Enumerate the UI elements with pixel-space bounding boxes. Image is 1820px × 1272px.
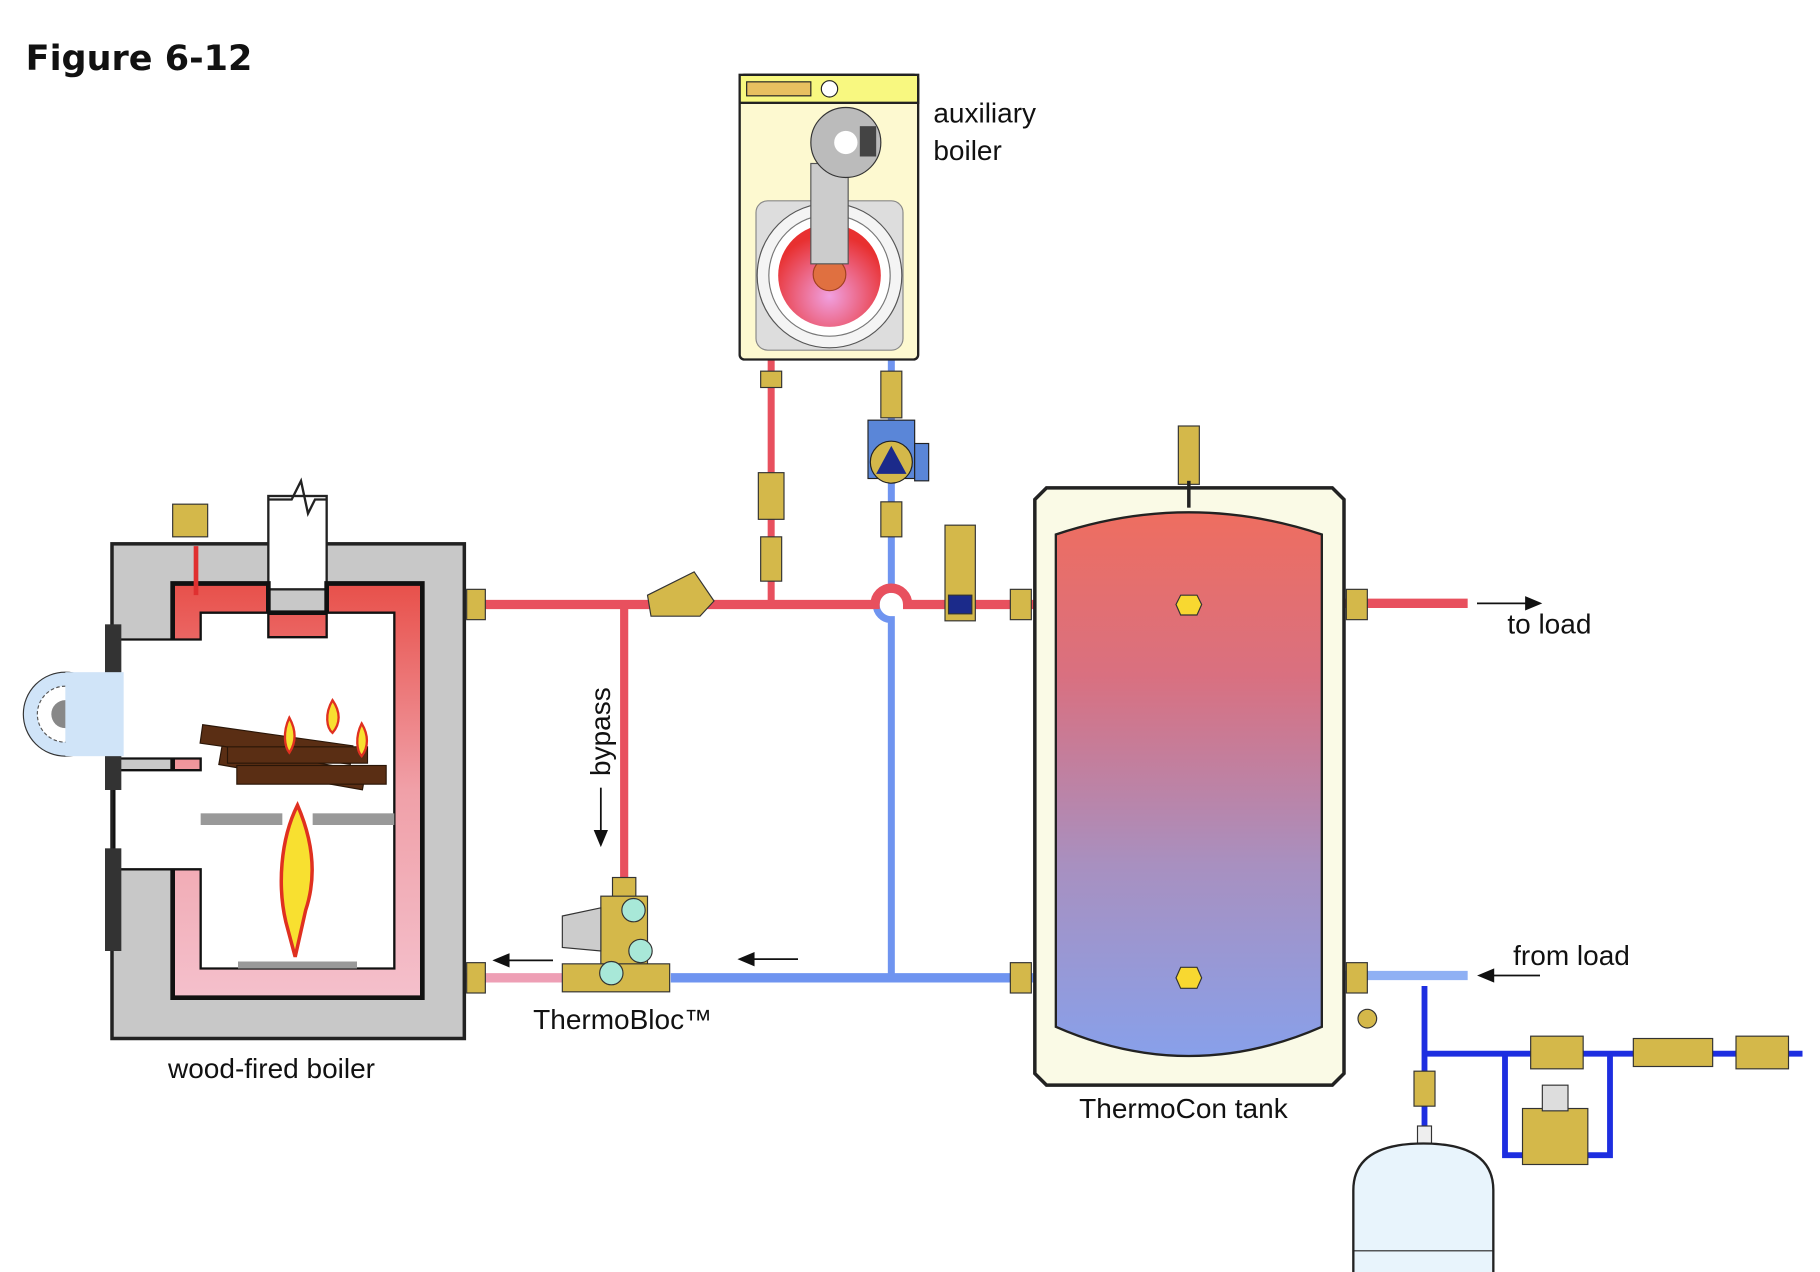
bypass-label: bypass	[585, 687, 616, 776]
wood-boiler-label: wood-fired boiler	[167, 1053, 375, 1084]
flow-arrows	[492, 596, 1543, 983]
thermobloc-valve	[561, 876, 671, 993]
to-load-label: to load	[1507, 609, 1591, 640]
valves	[172, 370, 1790, 1166]
circulator-pump	[867, 419, 930, 484]
auxiliary-boiler	[738, 73, 920, 361]
thermocon-tank	[1033, 480, 1346, 1087]
expansion-tank	[1352, 1125, 1495, 1272]
main-supply-pipe	[484, 583, 1056, 610]
thermobloc-label: ThermoBloc™	[533, 1004, 712, 1035]
aux-boiler-label-2: boiler	[933, 135, 1001, 166]
wood-fired-boiler	[22, 477, 467, 1041]
figure-title: Figure 6-12	[26, 39, 253, 79]
aux-boiler-label-1: auxiliary	[933, 98, 1036, 129]
makeup-water-pipe	[1421, 986, 1803, 1159]
from-load-label: from load	[1513, 940, 1630, 971]
tank-label: ThermoCon tank	[1079, 1093, 1289, 1124]
